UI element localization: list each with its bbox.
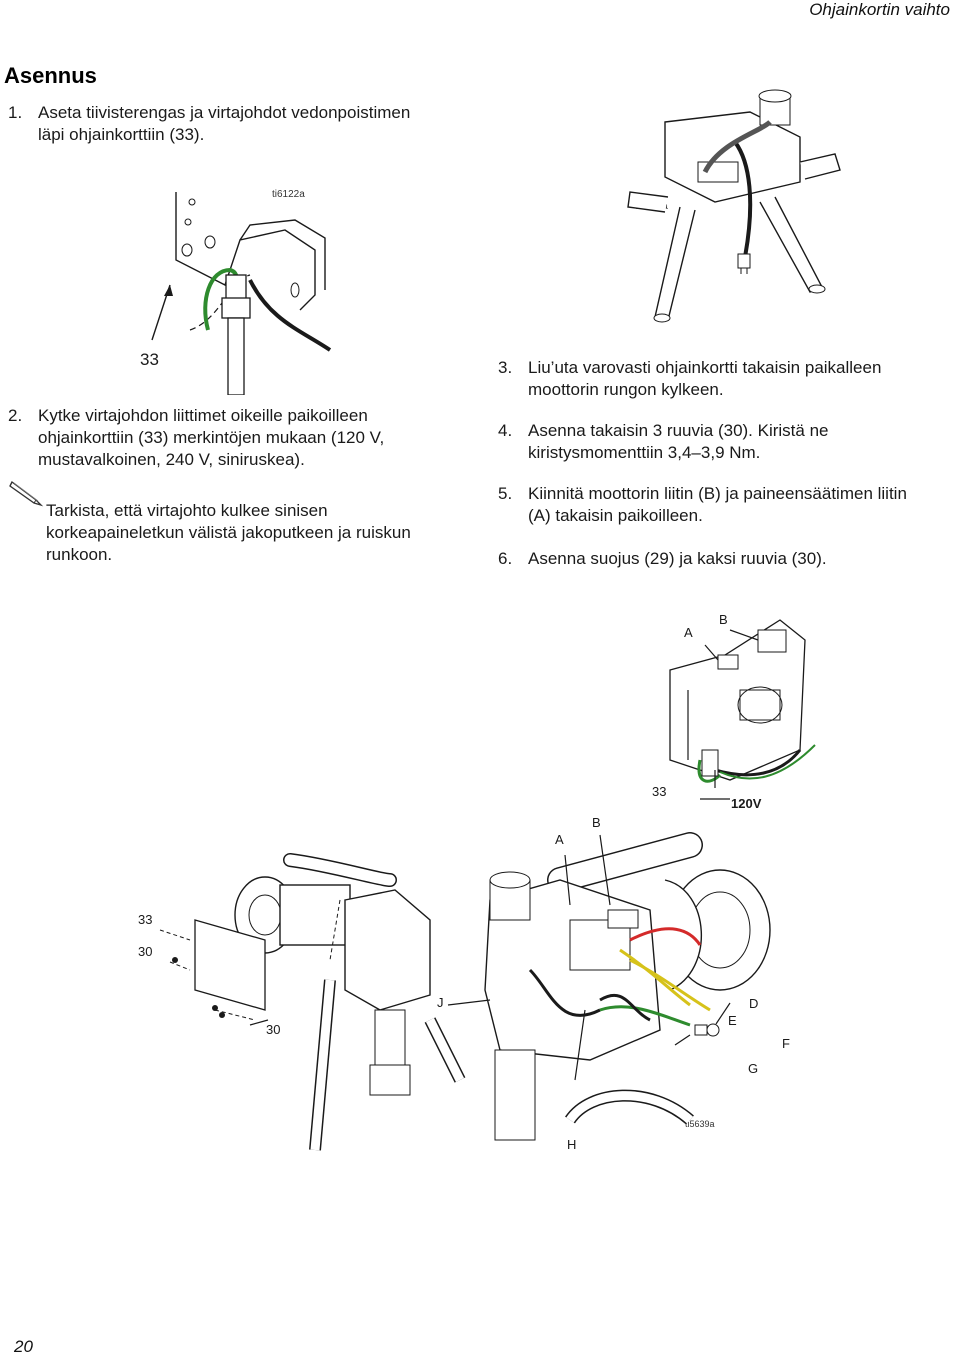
callout-f: F — [782, 1036, 790, 1051]
callout-j: J — [437, 995, 444, 1010]
control-board — [669, 619, 806, 781]
step-line: ohjainkorttiin (33) merkintöjen mukaan (… — [38, 428, 385, 447]
cart-handle — [627, 191, 669, 213]
step-number: 5. — [498, 484, 513, 503]
step-line: mustavalkoinen, 240 V, siniruskea). — [38, 450, 305, 469]
step-line: (A) takaisin paikoilleen. — [528, 506, 703, 525]
callout-e: E — [728, 1013, 737, 1028]
step-6: 6. Asenna suojus (29) ja kaksi ruuvia (3… — [498, 548, 948, 572]
step-text: Liu’uta varovasti ohjainkortti takaisin … — [528, 357, 881, 401]
callout-b: B — [592, 815, 601, 830]
callout-33: 33 — [652, 784, 667, 799]
step-line: Aseta tiivisterengas ja virtajohdot vedo… — [38, 103, 411, 122]
step-number: 4. — [498, 421, 513, 440]
callout-g: G — [748, 1061, 759, 1076]
figure-sprayer-assembly: ti5639a — [159, 832, 771, 1151]
step-line: moottorin rungon kylkeen. — [528, 380, 724, 399]
step-line: läpi ohjainkorttiin (33). — [38, 125, 205, 144]
callout-h: H — [567, 1137, 577, 1152]
pump-housing-left — [344, 889, 431, 1011]
callout-33: 33 — [140, 350, 159, 369]
note-line: korkeapaineletkun välistä jakoputkeen ja… — [46, 523, 411, 542]
page-header-title: Ohjainkortin vaihto — [809, 0, 950, 19]
black-wire — [248, 279, 332, 352]
step-number: 3. — [498, 358, 513, 377]
step-4: 4. Asenna takaisin 3 ruuvia (30). Kirist… — [498, 420, 948, 466]
step-3: 3. Liu’uta varovasti ohjainkortti takais… — [498, 357, 948, 403]
callout-33: 33 — [138, 912, 153, 927]
callout-30: 30 — [266, 1022, 281, 1037]
step-text: Asenna takaisin 3 ruuvia (30). Kiristä n… — [528, 420, 829, 464]
step-text: Kiinnitä moottorin liitin (B) ja paineen… — [528, 483, 907, 527]
section-title: Asennus — [4, 63, 97, 88]
frame-box — [664, 111, 801, 203]
figure-id: ti5639a — [685, 1119, 715, 1129]
step-line: Asenna suojus (29) ja kaksi ruuvia (30). — [528, 549, 827, 568]
step-2: 2. Kytke virtajohdon liittimet oikeille … — [8, 405, 478, 475]
step-text: Kytke virtajohdon liittimet oikeille pai… — [38, 405, 384, 471]
figure-cart-frame: ti6125a — [627, 89, 841, 323]
pencil-icon — [8, 478, 44, 513]
callout-30: 30 — [138, 944, 153, 959]
figure-control-board — [669, 619, 816, 788]
callout-120v: 120V — [731, 796, 762, 811]
callout-a: A — [684, 625, 693, 640]
step-number: 6. — [498, 549, 513, 568]
step-text: Aseta tiivisterengas ja virtajohdot vedo… — [38, 102, 410, 146]
control-board-exploded — [194, 919, 266, 1011]
page-number: 20 — [14, 1337, 33, 1356]
step-line: Asenna takaisin 3 ruuvia (30). Kiristä n… — [528, 421, 829, 440]
step-text: Asenna suojus (29) ja kaksi ruuvia (30). — [528, 548, 827, 570]
figure-cord-grommet: ti6122a — [151, 189, 332, 395]
step-line: Kiinnitä moottorin liitin (B) ja paineen… — [528, 484, 907, 503]
power-cord — [733, 140, 753, 258]
callout-d: D — [749, 996, 759, 1011]
note-text: Tarkista, että virtajohto kulkee sinisen… — [46, 500, 466, 566]
step-line: Liu’uta varovasti ohjainkortti takaisin … — [528, 358, 882, 377]
callout-leader — [700, 798, 730, 800]
step-line: Kytke virtajohdon liittimet oikeille pai… — [38, 406, 368, 425]
step-number: 1. — [8, 103, 23, 122]
note-line: Tarkista, että virtajohto kulkee sinisen — [46, 501, 328, 520]
callout-a: A — [555, 832, 564, 847]
step-1: 1. Aseta tiivisterengas ja virtajohdot v… — [8, 102, 478, 148]
callout-b: B — [719, 612, 728, 627]
figure-id: ti6122a — [272, 189, 305, 200]
step-line: kiristysmomenttiin 3,4–3,9 Nm. — [528, 443, 761, 462]
mount-plate — [175, 192, 316, 311]
note-line: runkoon. — [46, 545, 113, 564]
step-number: 2. — [8, 406, 23, 425]
step-5: 5. Kiinnitä moottorin liitin (B) ja pain… — [498, 483, 948, 529]
